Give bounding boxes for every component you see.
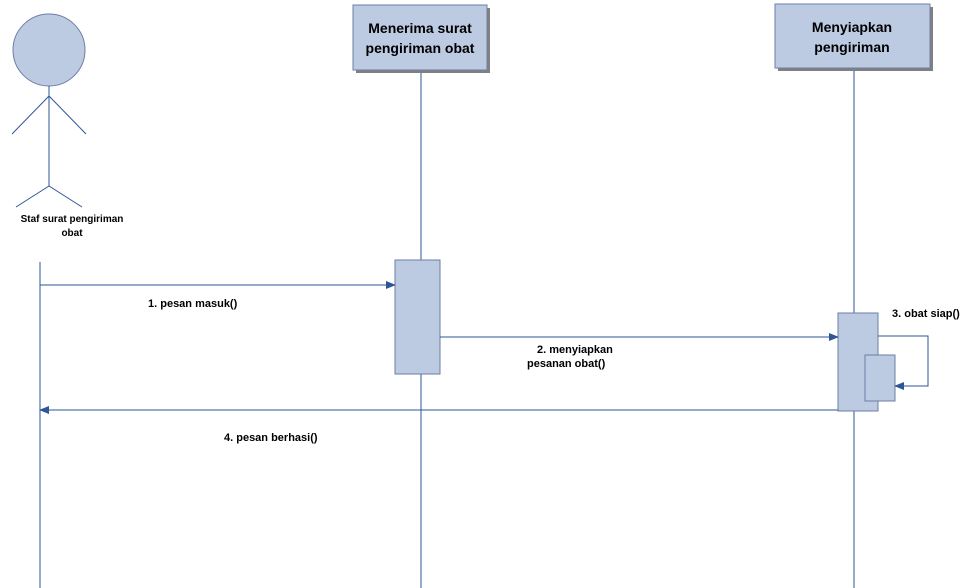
actor: Staf surat pengiriman obat <box>11 13 124 239</box>
activation-bar-self-call <box>864 354 896 402</box>
activation-bar-object1 <box>394 259 441 375</box>
actor-label-line1: Staf surat pengiriman <box>21 214 124 225</box>
object-box-menyiapkan-pengiriman: Menyiapkan pengiriman <box>774 3 933 71</box>
object-title-line2: pengiriman <box>814 39 889 55</box>
object-box-menerima-surat: Menerima surat pengiriman obat <box>352 4 490 73</box>
actor-label-line2: obat <box>61 228 83 239</box>
message-label-1: 1. pesan masuk() <box>148 298 238 310</box>
message-label-4: 4. pesan berhasi() <box>224 432 318 444</box>
message-arrow-3 <box>878 335 929 390</box>
object-title-line1: Menyiapkan <box>812 19 892 35</box>
stick-figure-icon <box>11 13 87 208</box>
object-title-line2: pengiriman obat <box>366 40 475 56</box>
message-label-2-line2: pesanan obat() <box>527 358 606 370</box>
message-label-2-line1: 2. menyiapkan <box>537 344 613 356</box>
object-title-line1: Menerima surat <box>368 20 472 36</box>
message-label-3: 3. obat siap() <box>892 308 960 320</box>
